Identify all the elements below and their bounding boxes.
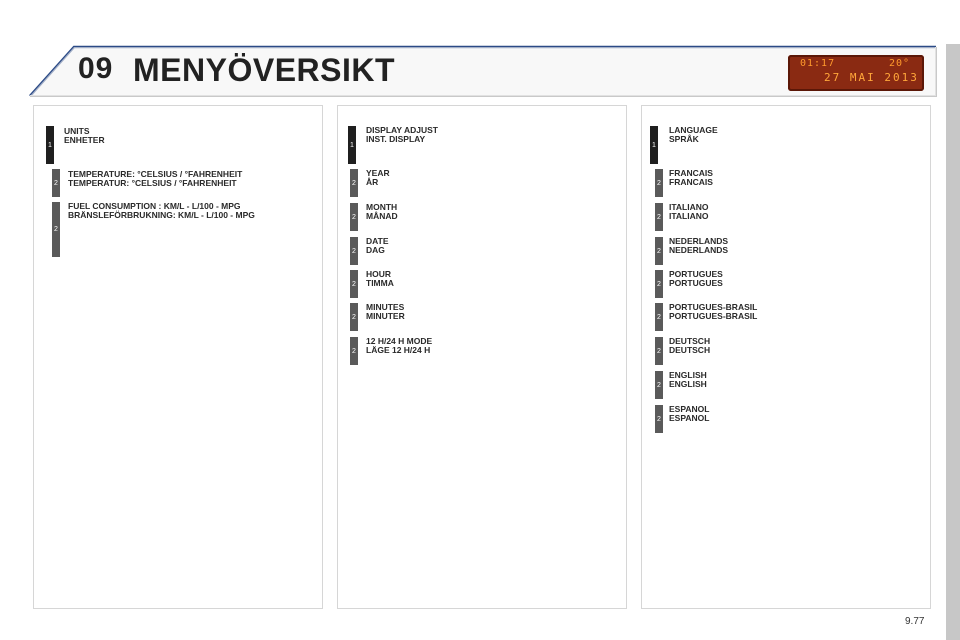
entry-line-en: DISPLAY ADJUST bbox=[366, 125, 438, 135]
entry-line-sv: PORTUGUES bbox=[669, 278, 723, 288]
level-badge: 2 bbox=[655, 169, 663, 197]
level-badge: 2 bbox=[655, 203, 663, 231]
entry-line-sv: BRÄNSLEFÖRBRUKNING: KM/L - L/100 - MPG bbox=[68, 210, 255, 220]
level-badge: 2 bbox=[350, 337, 358, 365]
entry-line-en: PORTUGUES bbox=[669, 269, 723, 279]
display-date: 27 MAI 2013 bbox=[824, 71, 919, 84]
display-time: 01:17 bbox=[800, 58, 836, 69]
entry-line-sv: ÅR bbox=[366, 177, 379, 187]
level-badge: 2 bbox=[655, 405, 663, 433]
page-title: MENYÖVERSIKT bbox=[133, 52, 396, 88]
entry-line-en: DEUTSCH bbox=[669, 336, 711, 346]
level-badge: 2 bbox=[350, 303, 358, 331]
entry-line-en: UNITS bbox=[64, 126, 90, 136]
entry-line-en: ITALIANO bbox=[669, 202, 709, 212]
entry-line-sv: ENGLISH bbox=[669, 379, 707, 389]
entry-line-sv: DEUTSCH bbox=[669, 345, 711, 355]
level-badge: 2 bbox=[350, 169, 358, 197]
level-badge: 2 bbox=[350, 270, 358, 298]
entry-line-en: LANGUAGE bbox=[669, 125, 718, 135]
display-temperature: 20° bbox=[888, 58, 910, 69]
entry-line-en: 12 H/24 H MODE bbox=[366, 336, 433, 346]
entry-line-en: PORTUGUES-BRASIL bbox=[669, 302, 758, 312]
column-language: 1 LANGUAGE SPRÅK 2 FRANCAIS FRANCAIS 2 I… bbox=[641, 105, 931, 609]
entry-line-sv: TIMMA bbox=[366, 278, 394, 288]
level-badge: 2 bbox=[52, 202, 60, 257]
level-badge: 2 bbox=[655, 337, 663, 365]
entry-line-sv: FRANCAIS bbox=[669, 177, 713, 187]
entry-line-en: TEMPERATURE: °CELSIUS / °FAHRENHEIT bbox=[68, 169, 243, 179]
entry-line-en: HOUR bbox=[366, 269, 392, 279]
entry-line-sv: MÅNAD bbox=[366, 211, 398, 221]
entry-line-en: ESPANOL bbox=[669, 404, 710, 414]
entry-line-en: MINUTES bbox=[366, 302, 405, 312]
level-badge: 2 bbox=[350, 203, 358, 231]
entry-line-sv: SPRÅK bbox=[669, 134, 699, 144]
entry-line-sv: MINUTER bbox=[366, 311, 405, 321]
entry-line-en: FUEL CONSUMPTION : KM/L - L/100 - MPG bbox=[68, 201, 241, 211]
level-badge: 2 bbox=[655, 237, 663, 265]
level-badge: 2 bbox=[655, 270, 663, 298]
entry-line-en: NEDERLANDS bbox=[669, 236, 729, 246]
entry-line-sv: NEDERLANDS bbox=[669, 245, 729, 255]
page-number: 9.77 bbox=[905, 616, 925, 627]
column-display-adjust: 1 DISPLAY ADJUST INST. DISPLAY 2 YEAR ÅR… bbox=[337, 105, 627, 609]
level-badge: 2 bbox=[350, 237, 358, 265]
entry-line-sv: DAG bbox=[366, 245, 385, 255]
entry-line-sv: ITALIANO bbox=[669, 211, 709, 221]
chapter-number: 09 bbox=[78, 52, 114, 85]
level-badge: 1 bbox=[348, 126, 356, 164]
entry-line-sv: INST. DISPLAY bbox=[366, 134, 426, 144]
level-badge: 2 bbox=[52, 169, 60, 197]
radio-display-image: 01:17 20° 27 MAI 2013 bbox=[788, 55, 924, 91]
entry-line-sv: ENHETER bbox=[64, 135, 105, 145]
entry-line-en: YEAR bbox=[366, 168, 390, 178]
entry-line-sv: TEMPERATUR: °CELSIUS / °FAHRENHEIT bbox=[68, 178, 237, 188]
entry-line-en: FRANCAIS bbox=[669, 168, 713, 178]
page-edge-bar bbox=[946, 44, 960, 640]
level-badge: 2 bbox=[655, 371, 663, 399]
column-units: 1 UNITS ENHETER 2 TEMPERATURE: °CELSIUS … bbox=[33, 105, 323, 609]
level-badge: 2 bbox=[655, 303, 663, 331]
entry-line-en: ENGLISH bbox=[669, 370, 707, 380]
entry-line-sv: PORTUGUES-BRASIL bbox=[669, 311, 758, 321]
entry-line-en: DATE bbox=[366, 236, 389, 246]
entry-line-sv: ESPANOL bbox=[669, 413, 710, 423]
header-band bbox=[0, 44, 940, 102]
header-frame bbox=[29, 45, 937, 97]
level-badge: 1 bbox=[46, 126, 54, 164]
entry-line-sv: LÄGE 12 H/24 H bbox=[366, 345, 431, 355]
level-badge: 1 bbox=[650, 126, 658, 164]
entry-line-en: MONTH bbox=[366, 202, 398, 212]
